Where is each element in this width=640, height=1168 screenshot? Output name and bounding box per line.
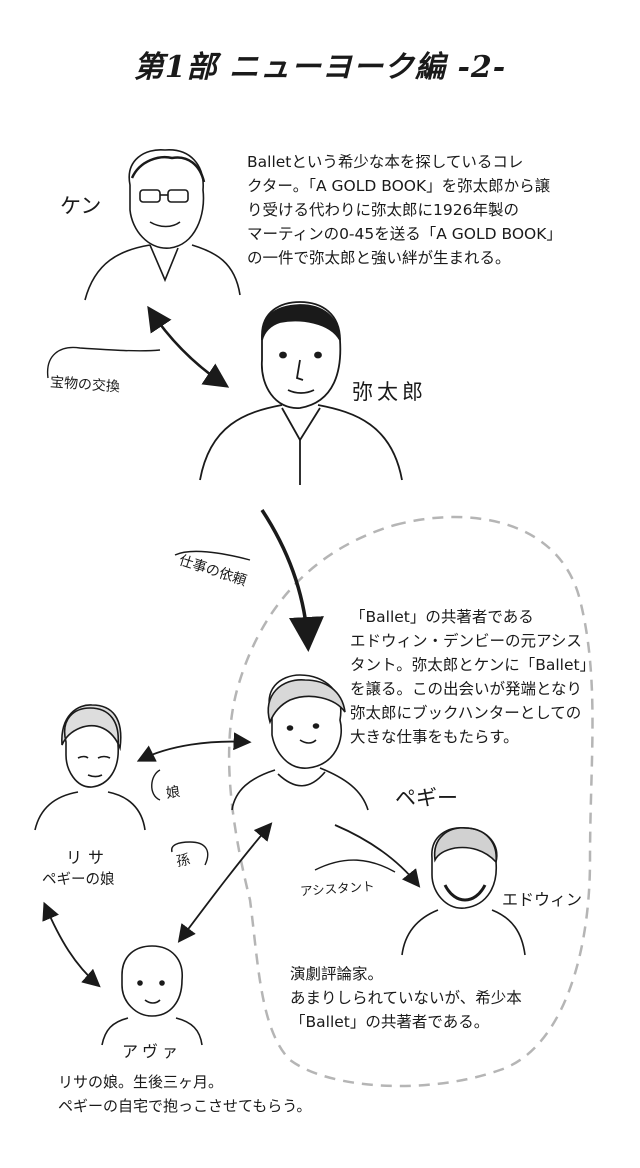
arrow-peggy-lisa xyxy=(136,732,252,762)
yataro-name: 弥太郎 xyxy=(352,380,427,404)
lisa-subtitle: ペギーの娘 xyxy=(42,872,115,888)
bubble-ken-yataro xyxy=(46,346,161,379)
bubble-peggy-edwin xyxy=(314,859,396,873)
edwin-portrait xyxy=(401,827,526,956)
page-title: 第1部 ニューヨーク編 -2- xyxy=(133,50,507,85)
ava-description: リサの娘。生後三ヶ月。 ペギーの自宅で抱っこさせてもらう。 xyxy=(58,1073,312,1115)
arrow-yataro-peggy xyxy=(260,509,324,652)
bubble-yataro-peggy xyxy=(174,550,251,561)
peggy-name: ペギー xyxy=(395,786,458,810)
peggy-description: 「Ballet」の共著者である エドウィン・デンビーの元アシス タント。弥太郎と… xyxy=(350,608,596,746)
peggy-portrait xyxy=(231,674,369,811)
lisa-portrait xyxy=(34,704,146,831)
yataro-portrait xyxy=(199,301,403,485)
ken-description: Balletという希少な本を探しているコレ クター。「A GOLD BOOK」を… xyxy=(247,153,562,267)
bubble-peggy-lisa xyxy=(151,769,161,801)
arrow-lisa-ava xyxy=(42,901,101,988)
arrow-peggy-edwin xyxy=(334,824,421,888)
ken-name: ケン xyxy=(60,194,102,218)
arrow-ken-yataro xyxy=(147,305,230,388)
ava-name: アヴァ xyxy=(122,1042,183,1061)
edwin-description: 演劇評論家。 あまりしられていないが、希少本 「Ballet」の共著者である。 xyxy=(290,965,522,1031)
ava-portrait xyxy=(101,945,203,1046)
relation-peggy-lisa: 娘 xyxy=(165,784,182,802)
lisa-name: リサ xyxy=(66,848,111,867)
edwin-name: エドウィン xyxy=(502,890,583,909)
peggy-group-outline xyxy=(227,515,594,1088)
bubble-peggy-ava xyxy=(171,841,209,866)
arrow-peggy-ava xyxy=(177,822,273,943)
ken-portrait xyxy=(84,149,241,301)
